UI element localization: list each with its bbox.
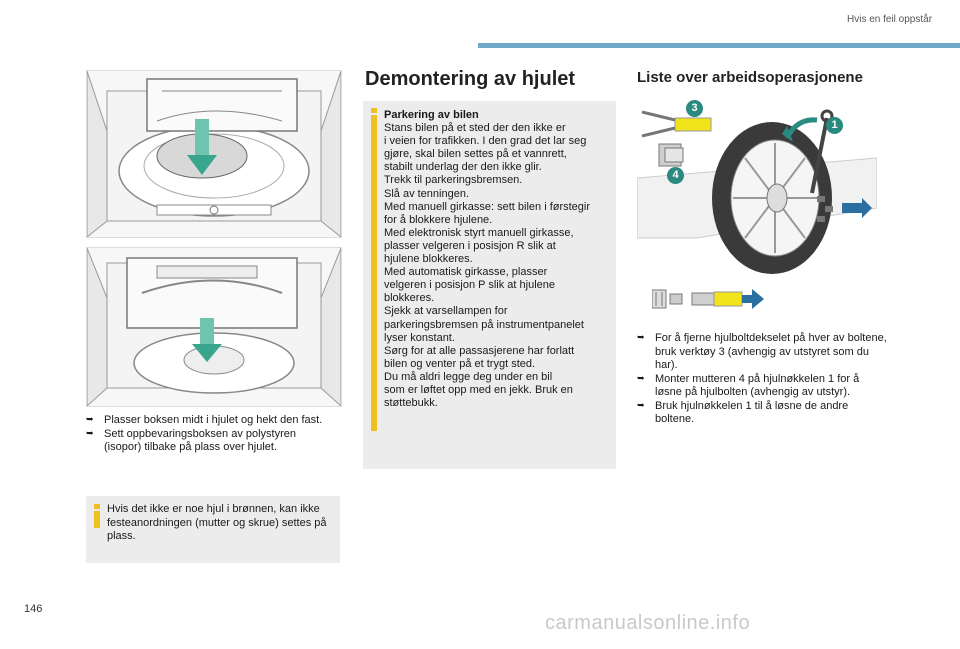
bolt-cap-tool-illustration bbox=[651, 284, 768, 314]
header-accent-bar bbox=[478, 43, 960, 48]
trunk-box-illustration bbox=[86, 70, 342, 238]
parking-instructions: Parkering av bilen Stans bilen på et ste… bbox=[384, 109, 614, 410]
list-item: ➥ Sett oppbevaringsboksen av polystyren … bbox=[86, 427, 297, 454]
wheel-removal-illustration: 1 3 4 bbox=[636, 98, 878, 276]
right-instructions: ➥ For å fjerne hjulboltdekselet på hver … bbox=[637, 332, 887, 427]
section-header: Hvis en feil oppstår bbox=[847, 14, 933, 25]
info-icon bbox=[94, 504, 100, 528]
bullet-icon: ➥ bbox=[637, 373, 645, 384]
info-icon bbox=[371, 108, 377, 431]
section-title: Liste over arbeidsoperasjonene bbox=[637, 69, 863, 86]
page-number: 146 bbox=[24, 603, 43, 615]
page-title: Demontering av hjulet bbox=[365, 68, 576, 90]
info-note-box: Hvis det ikke er noe hjul i brønnen, kan… bbox=[86, 496, 340, 563]
bullet-icon: ➥ bbox=[637, 333, 645, 343]
parking-info-box: Parkering av bilen Stans bilen på et ste… bbox=[363, 101, 616, 469]
callout-4: 4 bbox=[667, 167, 684, 184]
bullet-icon: ➥ bbox=[86, 415, 94, 425]
box-title: Parkering av bilen bbox=[384, 109, 479, 121]
callout-1: 1 bbox=[826, 117, 843, 134]
watermark: carmanualsonline.info bbox=[545, 612, 751, 634]
list-item: ➥ Plasser boksen midt i hjulet og hekt d… bbox=[86, 414, 323, 426]
bullet-icon: ➥ bbox=[86, 428, 94, 439]
list-item: ➥ Monter mutteren 4 på hjulnøkkelen 1 fo… bbox=[637, 372, 860, 399]
spare-wheel-well-illustration bbox=[86, 247, 342, 407]
list-item: ➥ For å fjerne hjulboltdekselet på hver … bbox=[637, 332, 887, 371]
callout-3: 3 bbox=[686, 100, 703, 117]
left-instructions: ➥ Plasser boksen midt i hjulet og hekt d… bbox=[86, 414, 326, 455]
list-item: ➥ Bruk hjulnøkkelen 1 til å løsne de and… bbox=[637, 399, 849, 426]
bullet-icon: ➥ bbox=[637, 400, 645, 411]
